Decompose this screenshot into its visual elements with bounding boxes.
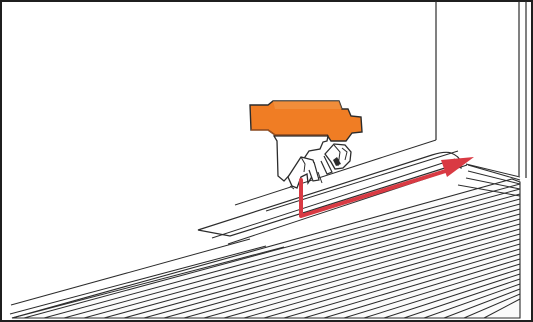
technical-illustration — [0, 0, 533, 322]
diagram-canvas — [0, 0, 533, 322]
